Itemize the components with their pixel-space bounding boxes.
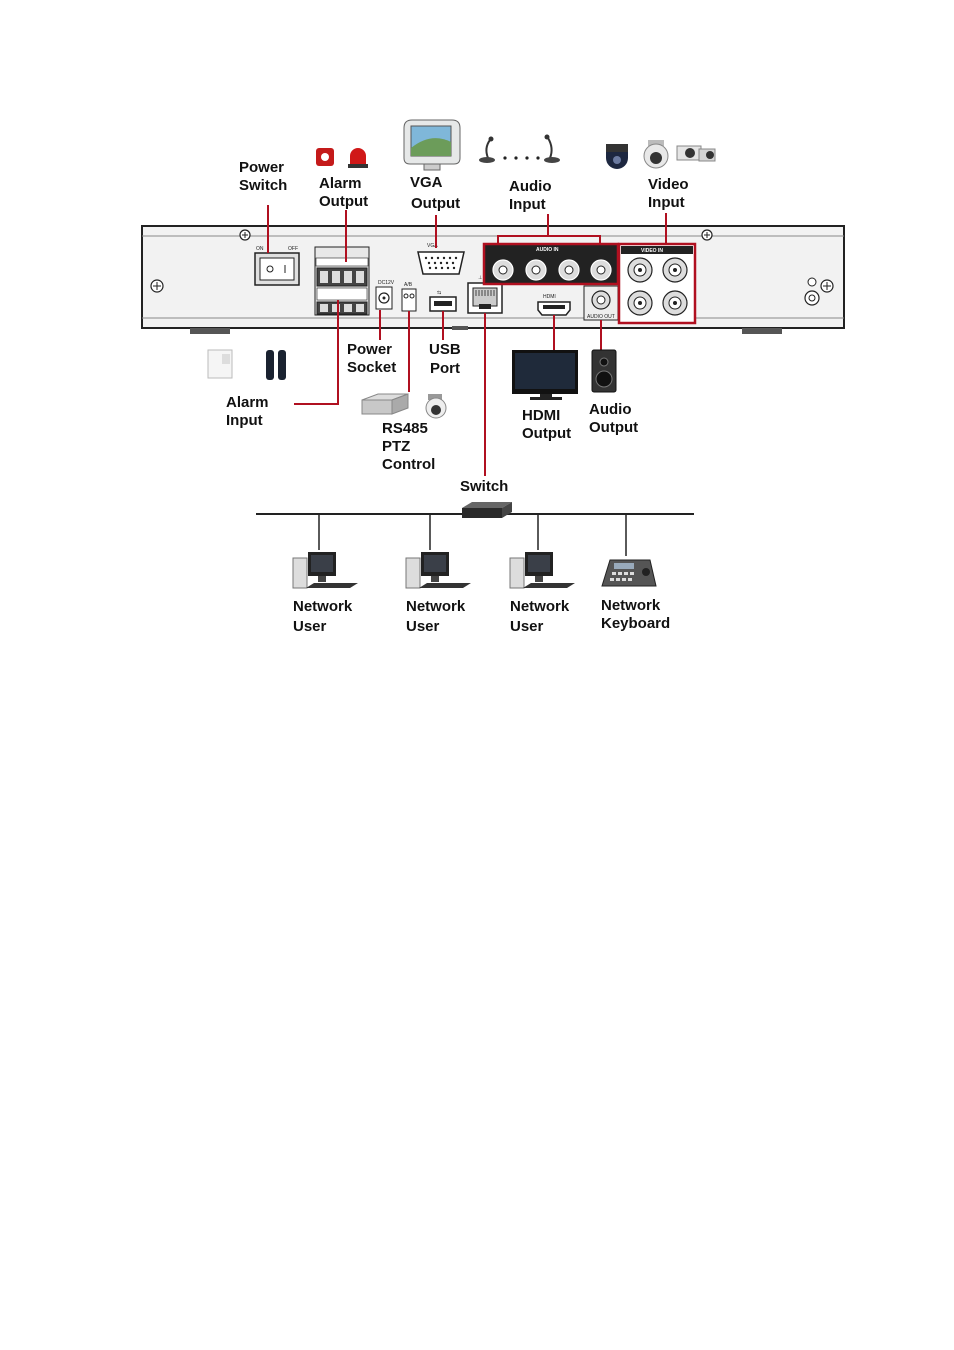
ptz-camera-icon bbox=[643, 140, 669, 169]
network-port[interactable]: ⊥ bbox=[467, 275, 503, 314]
rs485-port[interactable]: A/B bbox=[401, 282, 417, 312]
beam-sensor-icon bbox=[266, 350, 286, 380]
label-alarm-output: Alarm Output bbox=[319, 175, 368, 210]
vga-port[interactable]: VGA bbox=[417, 243, 465, 275]
screw-icon bbox=[150, 229, 834, 306]
audio-in-jack[interactable] bbox=[525, 259, 547, 281]
ptz-dome-icon bbox=[425, 394, 447, 419]
alarm-terminal-block[interactable] bbox=[314, 246, 370, 316]
network-switch-icon bbox=[462, 502, 512, 518]
box-camera-icon bbox=[676, 145, 716, 162]
hdmi-port[interactable]: HDMI bbox=[537, 294, 571, 316]
decoder-icon bbox=[361, 393, 409, 415]
tv-icon bbox=[512, 350, 578, 400]
label-rs485: RS485 PTZ Control bbox=[382, 420, 435, 473]
ellipsis-icon bbox=[503, 156, 540, 160]
video-in-label: VIDEO IN bbox=[641, 248, 663, 254]
label-video-input: Video Input bbox=[648, 176, 693, 211]
video-in-bnc[interactable] bbox=[662, 257, 688, 283]
network-icon: ⊥ bbox=[478, 275, 482, 281]
dome-camera-icon bbox=[606, 144, 628, 169]
power-off-label: OFF bbox=[288, 246, 298, 252]
label-switch: Switch bbox=[460, 478, 508, 495]
power-switch[interactable]: ON OFF bbox=[254, 246, 300, 286]
label-audio-input: Audio Input bbox=[509, 178, 556, 213]
siren-icon bbox=[316, 148, 334, 166]
label-vga-output: VGA Output bbox=[410, 174, 460, 212]
audio-in-group[interactable]: AUDIO IN bbox=[482, 242, 620, 286]
computer-icon bbox=[405, 552, 471, 589]
video-in-bnc[interactable] bbox=[627, 290, 653, 316]
label-usb-port: USB Port bbox=[429, 341, 465, 377]
audio-out-port[interactable]: AUDIO OUT bbox=[583, 285, 619, 321]
dc-label: DC12V bbox=[378, 280, 395, 286]
label-network-keyboard: Network Keyboard bbox=[601, 597, 670, 632]
panel-foot-left bbox=[190, 328, 230, 334]
panel-foot-right bbox=[742, 328, 782, 334]
label-alarm-input: Alarm Input bbox=[226, 394, 273, 429]
label-power-socket: Power Socket bbox=[347, 341, 396, 376]
power-socket-port[interactable]: DC12V bbox=[375, 280, 395, 310]
speaker-icon bbox=[591, 349, 617, 393]
label-network-user-1: Network User bbox=[293, 598, 356, 635]
label-power-switch: Power Switch bbox=[239, 159, 288, 194]
audio-in-jack[interactable] bbox=[558, 259, 580, 281]
label-hdmi-output: HDMI Output bbox=[522, 407, 571, 442]
video-in-bnc[interactable] bbox=[627, 257, 653, 283]
computer-icon bbox=[509, 552, 575, 589]
audio-in-label: AUDIO IN bbox=[536, 247, 559, 253]
pir-sensor-icon bbox=[207, 349, 233, 379]
monitor-icon bbox=[403, 119, 461, 171]
usb-icon: ⇆ bbox=[437, 290, 441, 296]
video-in-group[interactable]: VIDEO IN bbox=[617, 242, 697, 325]
hdmi-label: HDMI bbox=[543, 294, 556, 300]
keyboard-controller-icon bbox=[601, 559, 657, 587]
vga-label: VGA bbox=[427, 243, 438, 249]
audio-out-label: AUDIO OUT bbox=[587, 314, 615, 320]
label-audio-output: Audio Output bbox=[589, 401, 638, 436]
callout-lines bbox=[267, 205, 667, 476]
ab-label: A/B bbox=[404, 282, 413, 288]
label-network-user-2: Network User bbox=[406, 598, 469, 635]
label-network-user-3: Network User bbox=[510, 598, 573, 635]
microphone-icon bbox=[544, 134, 560, 163]
video-in-bnc[interactable] bbox=[662, 290, 688, 316]
network-drop-lines bbox=[318, 514, 627, 556]
microphone-icon bbox=[479, 136, 495, 163]
computer-icon bbox=[292, 552, 358, 589]
power-on-label: ON bbox=[256, 246, 264, 252]
audio-in-jack[interactable] bbox=[492, 259, 514, 281]
audio-in-jack[interactable] bbox=[590, 259, 612, 281]
dvr-back-panel: ON OFF DC12V A/B bbox=[141, 225, 845, 334]
callout-alarm-input bbox=[294, 300, 339, 405]
beacon-icon bbox=[348, 148, 368, 168]
